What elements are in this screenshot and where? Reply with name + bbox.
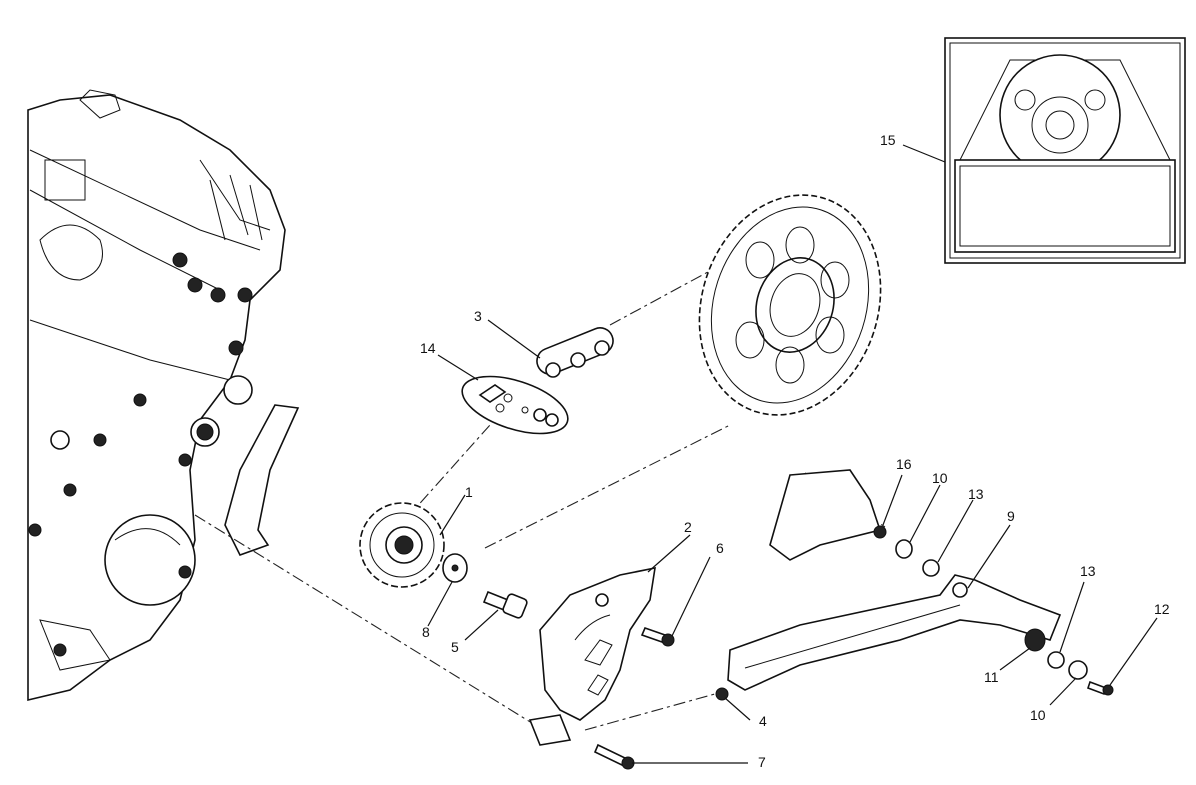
cover-screw-long bbox=[593, 743, 635, 770]
nut bbox=[715, 687, 729, 701]
washer-lower-13 bbox=[1047, 651, 1065, 669]
front-sprocket bbox=[359, 502, 445, 588]
chain-slider bbox=[727, 574, 1062, 691]
callout-8: 8 bbox=[422, 624, 430, 640]
washer-upper-10 bbox=[895, 539, 913, 559]
sprocket-bolt bbox=[482, 590, 528, 619]
cover-gasket bbox=[224, 404, 300, 556]
sprocket-washer bbox=[442, 553, 468, 583]
callout-2: 2 bbox=[684, 519, 692, 535]
chain-links bbox=[536, 327, 614, 378]
leader-lines bbox=[427, 144, 1158, 764]
sprocket-cover bbox=[528, 566, 656, 746]
callout-13-upper: 13 bbox=[968, 486, 984, 502]
callout-15: 15 bbox=[880, 132, 896, 148]
callout-13-lower: 13 bbox=[1080, 563, 1096, 579]
cover-screw-short bbox=[640, 626, 675, 647]
callout-3: 3 bbox=[474, 308, 482, 324]
callout-10-lower: 10 bbox=[1030, 707, 1046, 723]
callout-1: 1 bbox=[465, 484, 473, 500]
chain-master-link-kit bbox=[461, 375, 569, 435]
callout-9: 9 bbox=[1007, 508, 1015, 524]
rear-sprocket bbox=[698, 194, 882, 416]
callout-12: 12 bbox=[1154, 601, 1170, 617]
callout-14: 14 bbox=[420, 340, 436, 356]
washer-lower-10 bbox=[1068, 660, 1088, 680]
callout-16: 16 bbox=[896, 456, 912, 472]
callout-labels: 1 2 3 4 5 6 7 8 9 10 10 11 12 13 13 14 1… bbox=[420, 132, 1170, 770]
callout-7: 7 bbox=[758, 754, 766, 770]
callout-10-upper: 10 bbox=[932, 470, 948, 486]
slider-screw bbox=[1086, 680, 1114, 696]
callout-11: 11 bbox=[984, 669, 999, 685]
callout-5: 5 bbox=[451, 639, 459, 655]
chain-guard-bracket bbox=[769, 469, 882, 561]
callout-6: 6 bbox=[716, 540, 724, 556]
washer-upper-13 bbox=[922, 559, 940, 577]
callout-4: 4 bbox=[759, 713, 767, 729]
engine-block bbox=[27, 89, 286, 702]
stud bbox=[873, 525, 887, 539]
spacer-11 bbox=[1024, 628, 1046, 652]
inset-detail-box bbox=[944, 37, 1186, 264]
